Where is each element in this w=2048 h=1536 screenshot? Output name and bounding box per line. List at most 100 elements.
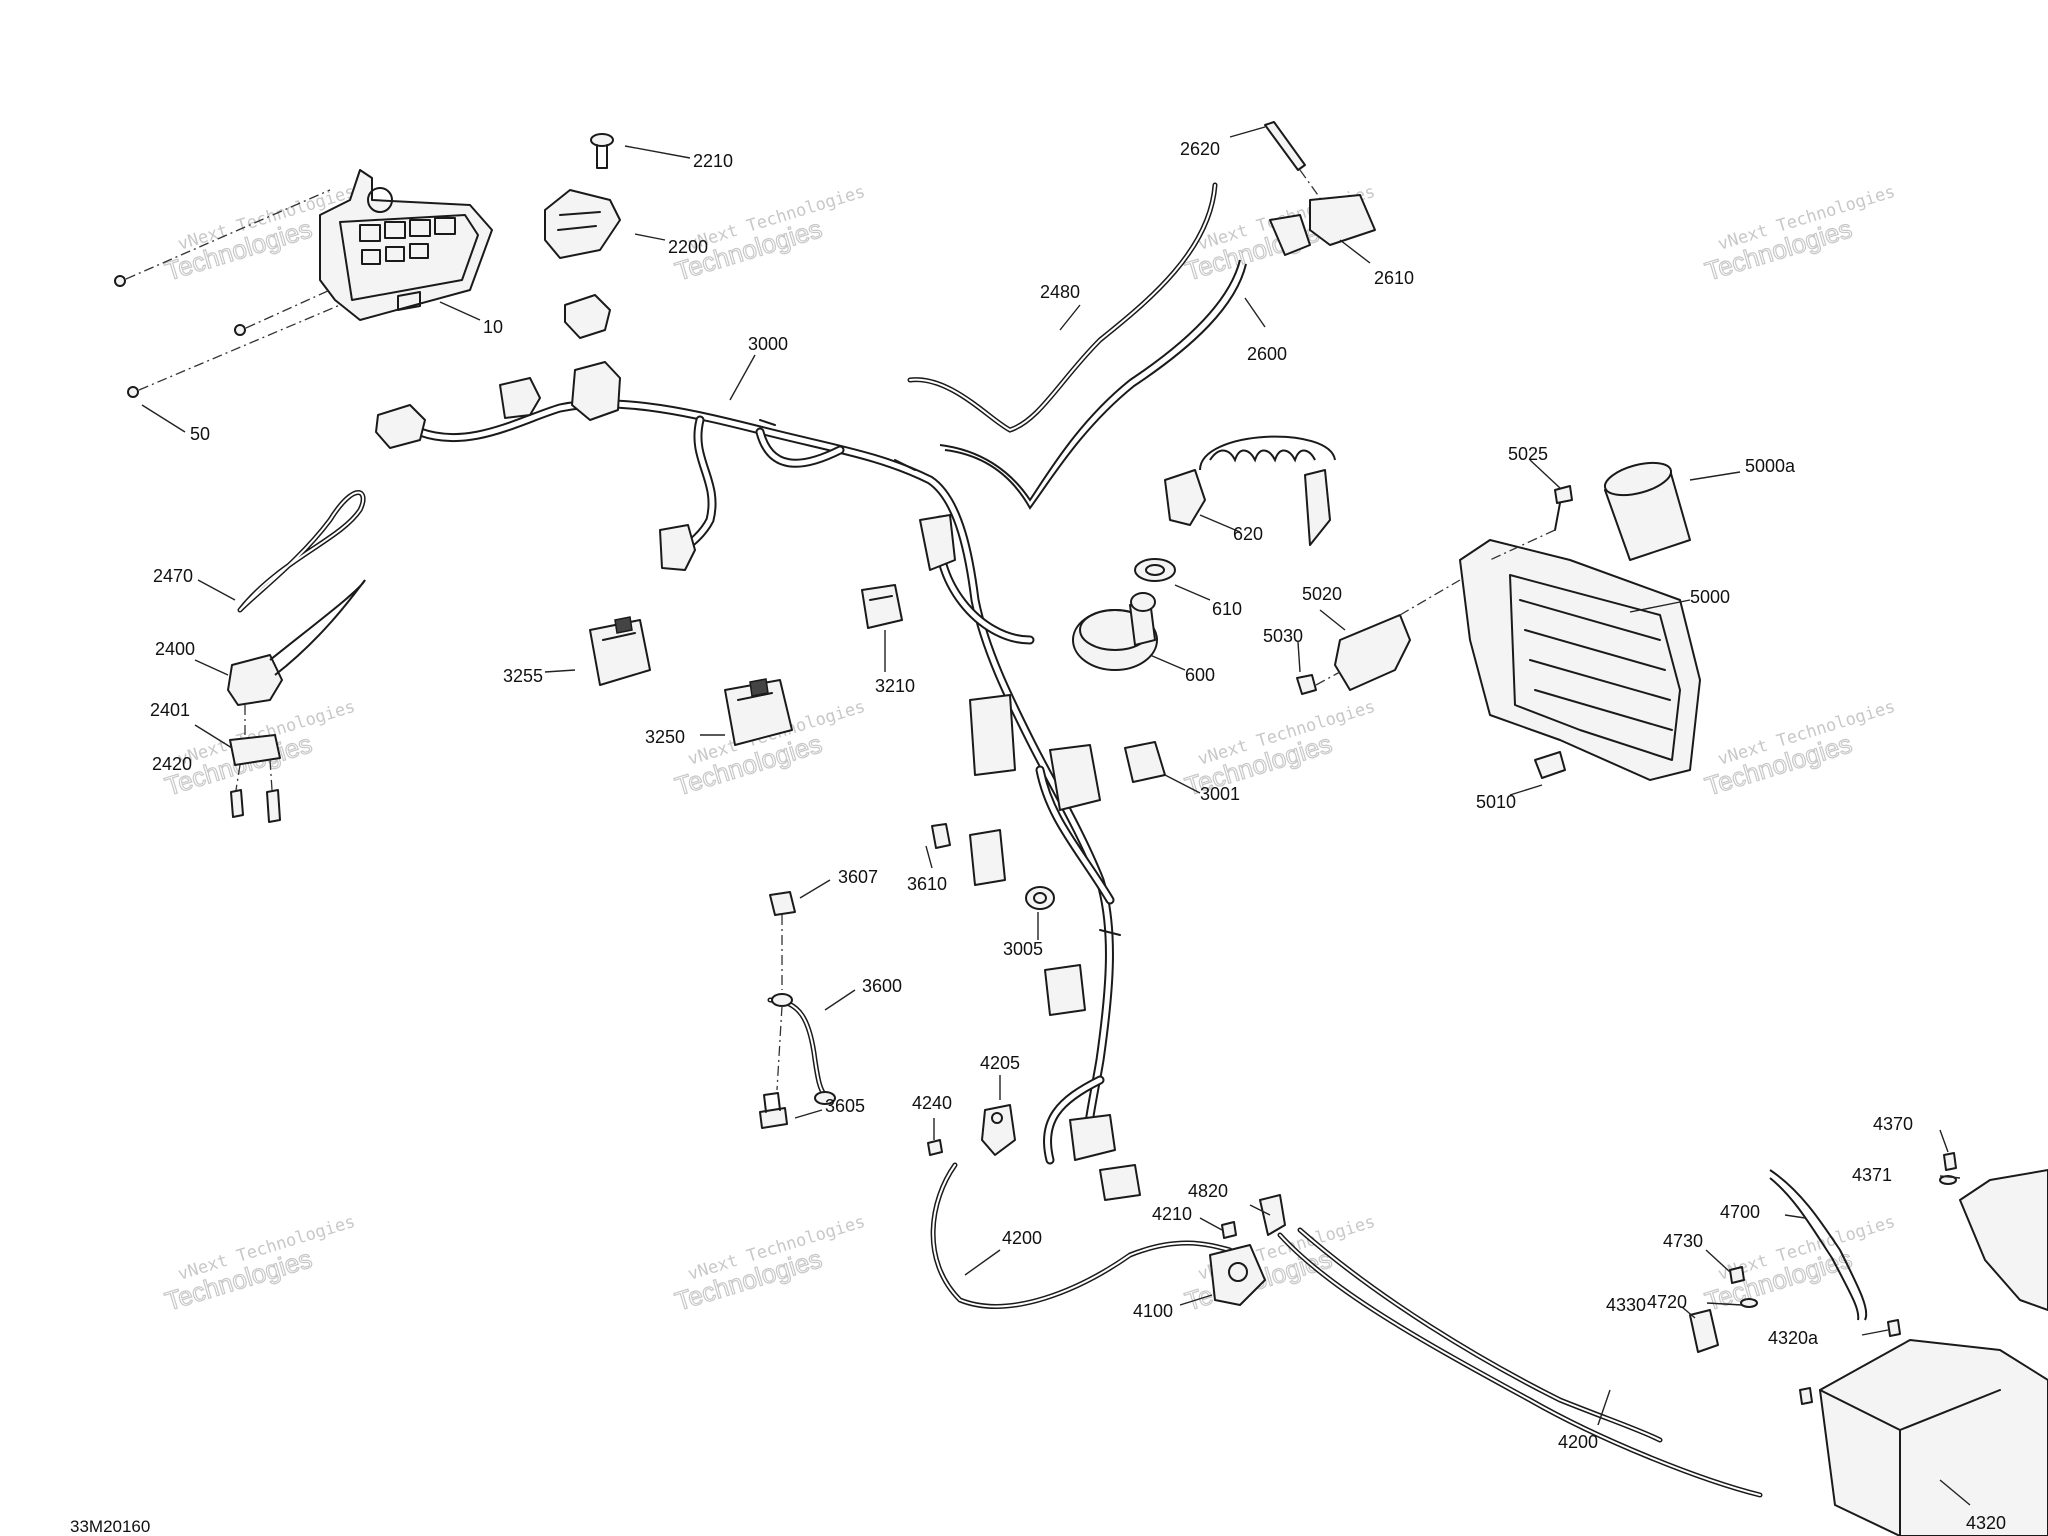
pin-2620-part: [1264, 121, 1306, 171]
grommet-3005-part: [1025, 886, 1055, 910]
callout-4320a: 4320a: [1768, 1328, 1819, 1348]
relay-4100-part: [1209, 1244, 1266, 1306]
callout-5000a: 5000a: [1745, 456, 1796, 476]
callout-3605: 3605: [825, 1096, 865, 1116]
callout-3610: 3610: [907, 874, 947, 894]
callout-2200: 2200: [668, 237, 708, 257]
callout-4370: 4370: [1873, 1114, 1913, 1134]
callout-3210: 3210: [875, 676, 915, 696]
vent-tube-2470-part: [237, 490, 366, 613]
callout-4205: 4205: [980, 1053, 1020, 1073]
callout-4820: 4820: [1188, 1181, 1228, 1201]
callout-2610: 2610: [1374, 268, 1414, 288]
callout-4730: 4730: [1663, 1231, 1703, 1251]
callout-10: 10: [483, 317, 503, 337]
connector-3001-part: [1124, 741, 1166, 783]
callout-4330: 4330: [1606, 1295, 1646, 1315]
battery-4320-part: [1819, 1339, 2048, 1536]
cap-4330-part: [1689, 1309, 1719, 1353]
callout-4700: 4700: [1720, 1202, 1760, 1222]
sensor-2610-part: [1269, 169, 1376, 256]
callout-3001: 3001: [1200, 784, 1240, 804]
callout-3000: 3000: [748, 334, 788, 354]
connector-3210-part: [861, 584, 903, 629]
callout-4200b: 4200: [1558, 1432, 1598, 1452]
callout-2600: 2600: [1247, 344, 1287, 364]
watermark: vNext Technologies Technologies: [1701, 697, 1898, 802]
callout-4100: 4100: [1133, 1301, 1173, 1321]
joystick-600-part: [1072, 592, 1158, 671]
terminal-4205-part: [981, 1104, 1016, 1156]
nut-5030-part: [1296, 671, 1341, 695]
callout-4320: 4320: [1966, 1513, 2006, 1533]
fuse-box-part: [319, 169, 493, 321]
battery-cable-4200b-part: [1277, 1227, 1763, 1498]
nut-3607-part: [769, 891, 796, 990]
callout-2470: 2470: [153, 566, 193, 586]
cover-5000a-part: [1603, 461, 1691, 561]
washer-4371-part: [1939, 1175, 1957, 1185]
watermark: vNext Technologies Technologies: [161, 1212, 358, 1317]
callout-50: 50: [190, 424, 210, 444]
callout-2480: 2480: [1040, 282, 1080, 302]
callout-3600: 3600: [862, 976, 902, 996]
callout-3255: 3255: [503, 666, 543, 686]
callout-4720: 4720: [1647, 1292, 1687, 1312]
callout-4371: 4371: [1852, 1165, 1892, 1185]
nut-4240-part: [927, 1139, 943, 1156]
watermark: vNext Technologies Technologies: [671, 1212, 868, 1317]
vent-tube-2480-part: [907, 182, 1218, 433]
bolt-3605-part: [759, 1092, 788, 1129]
callout-2210: 2210: [693, 151, 733, 171]
vent-tube-2600-part: [939, 259, 1247, 510]
leader-lines: [141, 126, 1971, 1506]
screw-part: [114, 189, 341, 398]
stud-3610-part: [931, 823, 951, 849]
callout-2400: 2400: [155, 639, 195, 659]
bolt-2210-part: [590, 133, 614, 169]
callout-3607: 3607: [838, 867, 878, 887]
bolt-2420-part: [230, 789, 281, 823]
callout-5030: 5030: [1263, 626, 1303, 646]
battery-cable-4200-part: [930, 1162, 1233, 1309]
ecu-5000-part: [1459, 539, 1701, 781]
callout-3250: 3250: [645, 727, 685, 747]
screw-4370-part: [1943, 1152, 1957, 1171]
grommet-610-part: [1134, 558, 1176, 582]
callout-600: 600: [1185, 665, 1215, 685]
callout-2401: 2401: [150, 700, 190, 720]
bolt-5025-part: [1489, 485, 1573, 561]
callout-4210: 4210: [1152, 1204, 1192, 1224]
nut-4210-part: [1221, 1221, 1237, 1239]
switch-3255-part: [589, 616, 651, 686]
callout-5020: 5020: [1302, 584, 1342, 604]
main-harness-part: [375, 294, 1141, 1201]
ground-strap-3600-part: [767, 993, 836, 1105]
callout-4240: 4240: [912, 1093, 952, 1113]
switch-3250-part: [724, 678, 793, 746]
battery-bracket-part: [1959, 1169, 2048, 1311]
watermark: vNext Technologies Technologies: [671, 182, 868, 287]
cable-4700-part: [1769, 1169, 1868, 1321]
callout-4200: 4200: [1002, 1228, 1042, 1248]
washer-4720-part: [1740, 1298, 1758, 1308]
screw-4320a-part: [1799, 1319, 1901, 1405]
callout-5010: 5010: [1476, 792, 1516, 812]
callout-2620: 2620: [1180, 139, 1220, 159]
relay-connector-2200-part: [544, 189, 621, 259]
coil-cord-620-part: [1164, 435, 1336, 546]
diagram-reference-code: 33M20160: [70, 1517, 150, 1536]
bracket-2401-part: [229, 734, 281, 791]
callout-labels: 10 50 2210 2200 3000 2480 2620 2610 2600…: [150, 139, 2006, 1533]
callout-5000: 5000: [1690, 587, 1730, 607]
callout-2420: 2420: [152, 754, 192, 774]
cap-4820-part: [1259, 1194, 1286, 1236]
callout-620: 620: [1233, 524, 1263, 544]
bracket-5020-part: [1334, 579, 1461, 691]
callout-610: 610: [1212, 599, 1242, 619]
callout-5025: 5025: [1508, 444, 1548, 464]
watermark: vNext Technologies Technologies: [1701, 1212, 1898, 1317]
sensor-2400-part: [227, 579, 366, 740]
nut-4730-part: [1729, 1266, 1745, 1284]
